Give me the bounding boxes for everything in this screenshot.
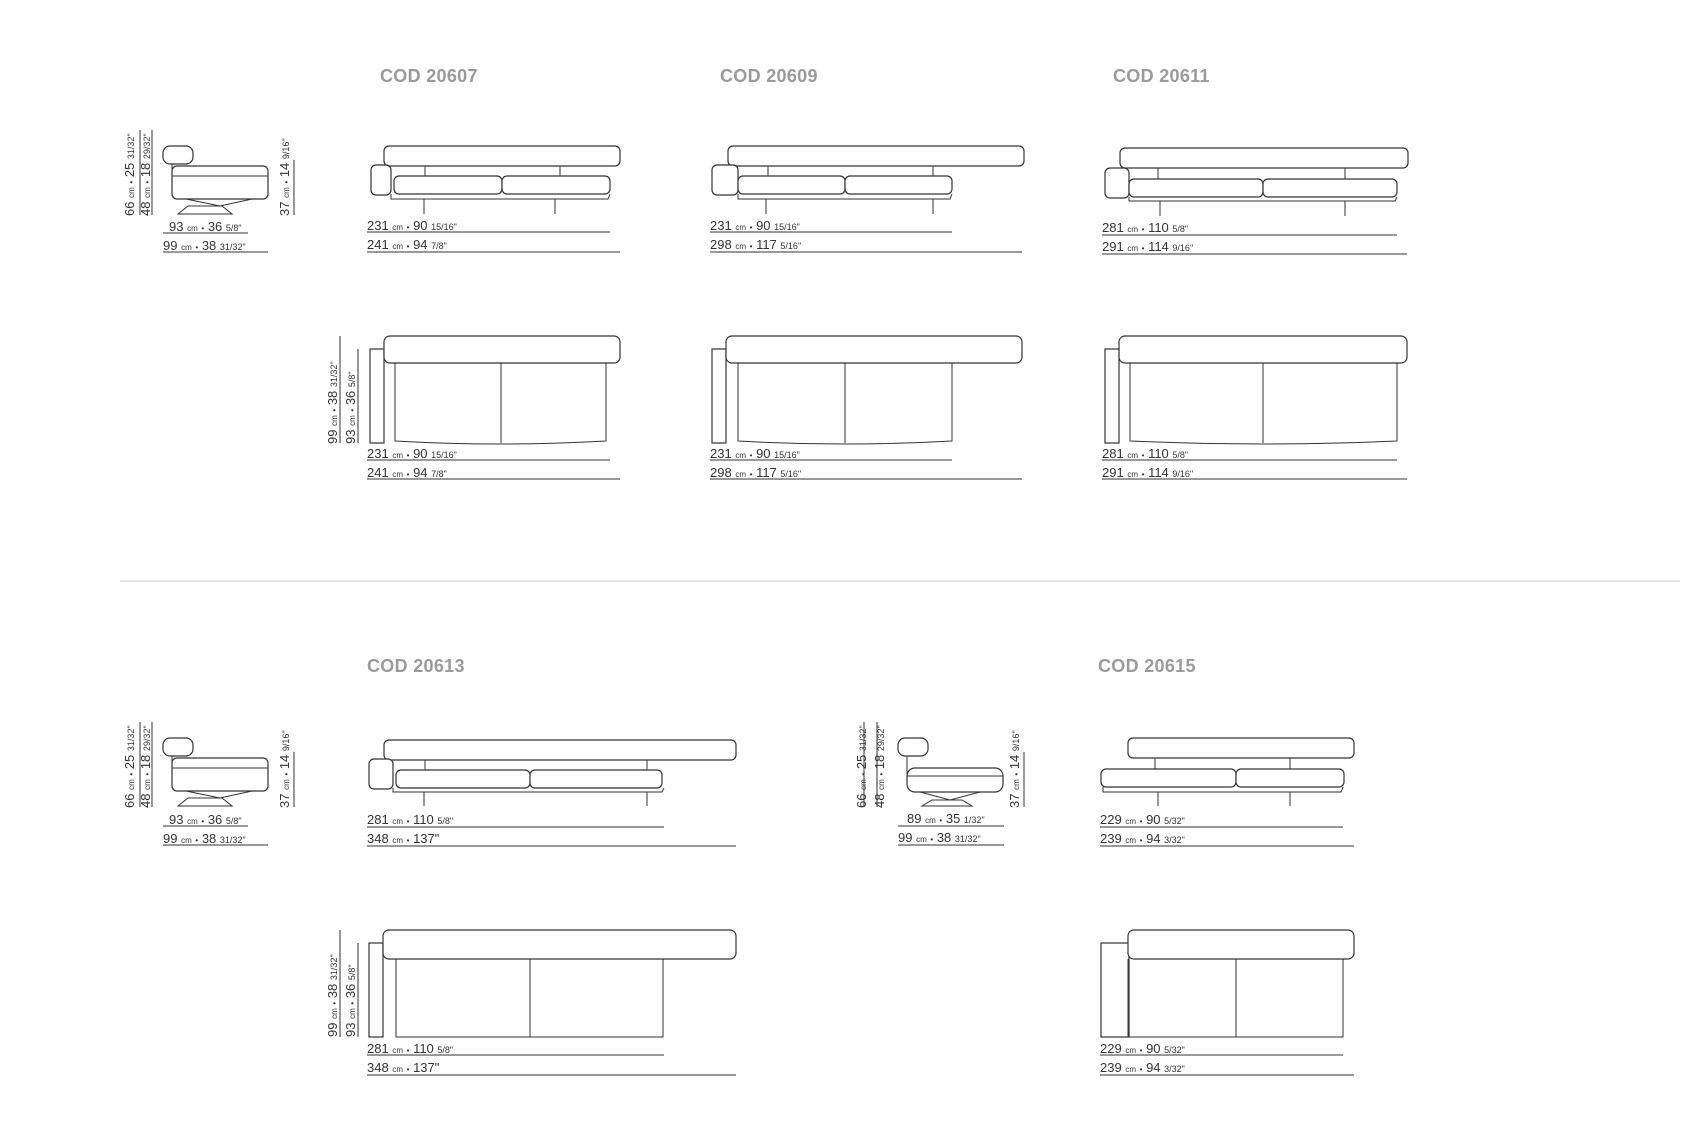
dim-20609-top-a: 231 cm • 90 15/16" [710,446,800,461]
dim-20615-front-a: 229 cm • 90 5/32" [1100,812,1185,827]
front-view-20607 [370,145,621,214]
dim-20613-front-b: 348 cm • 137" [367,831,440,846]
dim-20607-depth-93: 93 cm • 36 5/8" [343,371,358,444]
dim-20611-front-a: 281 cm • 110 5/8" [1102,220,1189,235]
code-label-20609: COD 20609 [720,66,818,86]
dim-side1-width-99: 99 cm • 38 31/32" [163,238,246,253]
top-view-20609 [711,335,1023,445]
dim-20611-top-a: 281 cm • 110 5/8" [1102,446,1189,461]
dim-20613-top-a: 281 cm • 110 5/8" [367,1041,454,1056]
dim-20607-front-a: 231 cm • 90 15/16" [367,218,457,233]
dim-20609-front-b: 298 cm • 117 5/16" [710,237,802,252]
top-view-20607 [369,335,621,445]
top-view-20613 [368,929,737,1038]
code-label-20607: COD 20607 [380,66,478,86]
dim-20613-top-b: 348 cm • 137" [367,1060,440,1075]
dim-side1-width-93: 93 cm • 36 5/8" [169,219,242,234]
dim-20611-top-b: 291 cm • 114 9/16" [1102,465,1194,480]
front-view-20613 [368,739,737,806]
front-view-20611 [1104,147,1409,216]
dim-20611-front-b: 291 cm • 114 9/16" [1102,239,1194,254]
front-view-20615 [1100,737,1355,806]
dim-20613-depth-93: 93 cm • 36 5/8" [343,964,358,1037]
side-view-3 [897,737,1004,807]
dim-20607-top-a: 231 cm • 90 15/16" [367,446,457,461]
code-label-20613: COD 20613 [367,656,465,676]
dim-20613-front-a: 281 cm • 110 5/8" [367,812,454,827]
dim-20607-front-b: 241 cm • 94 7/8" [367,237,447,252]
dim-side2-width-93: 93 cm • 36 5/8" [169,812,242,827]
dim-20613-depth-99: 99 cm • 38 31/32" [325,954,340,1037]
code-label-20611: COD 20611 [1113,66,1210,86]
dim-side2-height-48: 48 cm • 18 29/32" [138,725,153,808]
dim-20609-front-a: 231 cm • 90 15/16" [710,218,800,233]
front-view-20609 [711,145,1025,214]
dim-side2-height-37: 37 cm • 14 9/16" [277,730,292,808]
dim-side2-width-99: 99 cm • 38 31/32" [163,831,246,846]
dim-20607-top-b: 241 cm • 94 7/8" [367,465,447,480]
dim-side3-height-66: 66 cm • 25 31/32" [854,725,869,808]
dim-20615-front-b: 239 cm • 94 3/32" [1100,831,1185,846]
dim-side2-height-66: 66 cm • 25 31/32" [122,725,137,808]
top-view-20611 [1104,335,1408,445]
dim-20607-depth-99: 99 cm • 38 31/32" [325,361,340,444]
dim-side1-height-37: 37 cm • 14 9/16" [277,138,292,216]
dim-side3-height-37: 37 cm • 14 9/16" [1007,730,1022,808]
dim-side1-height-48: 48 cm • 18 29/32" [138,133,153,216]
side-view-2 [162,737,269,807]
code-label-20615: COD 20615 [1098,656,1196,676]
dim-20615-top-a: 229 cm • 90 5/32" [1100,1041,1185,1056]
dim-20609-top-b: 298 cm • 117 5/16" [710,465,802,480]
dim-side3-width-89: 89 cm • 35 1/32" [907,811,985,826]
dim-side3-height-48: 48 cm • 18 29/32" [872,725,887,808]
top-view-20615 [1100,929,1355,1038]
dim-20615-top-b: 239 cm • 94 3/32" [1100,1060,1185,1075]
side-view-1 [162,145,269,215]
dim-side1-height-66: 66 cm • 25 31/32" [122,133,137,216]
dim-side3-width-99: 99 cm • 38 31/32" [898,830,981,845]
